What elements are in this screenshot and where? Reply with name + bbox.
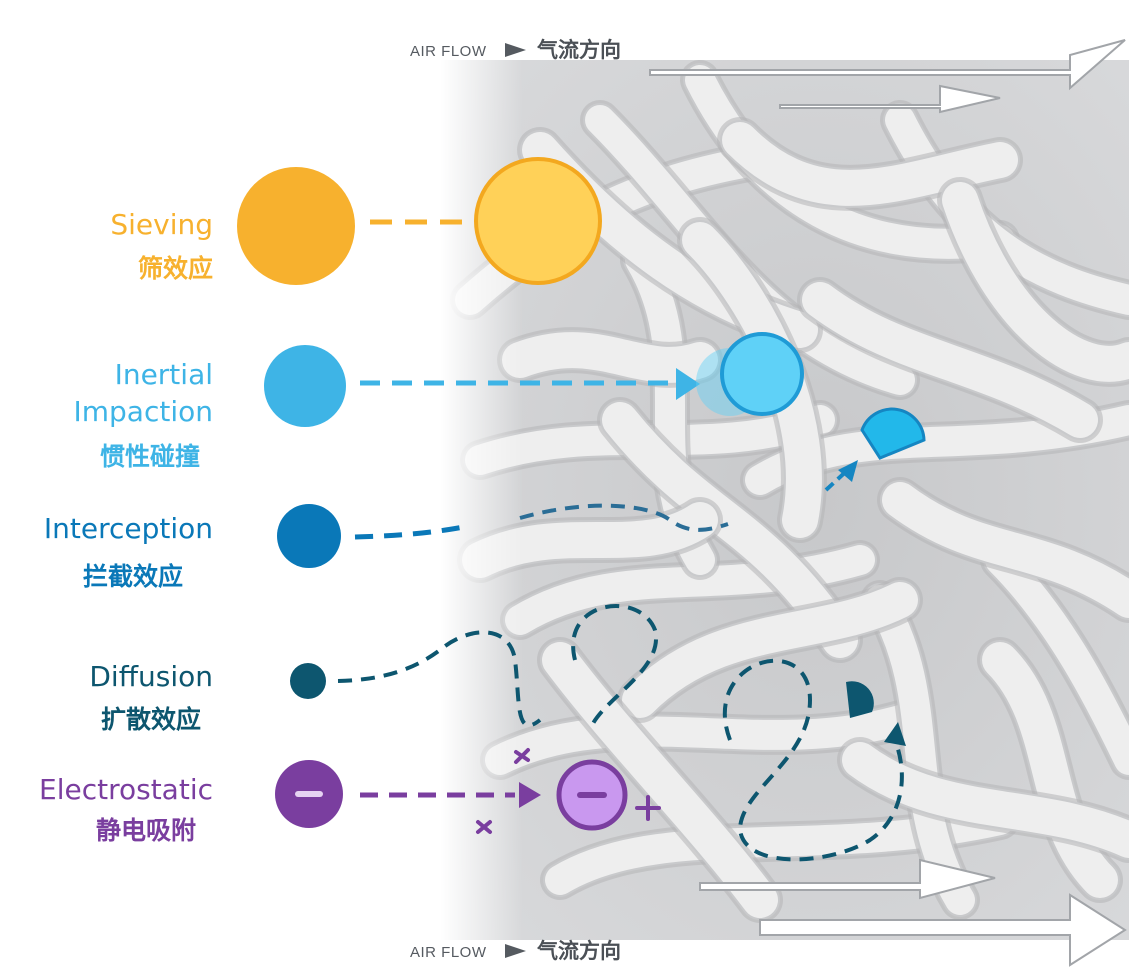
fiber: [865, 585, 975, 915]
particle-icon: [290, 663, 326, 699]
particle-path: [519, 503, 729, 532]
mechanism-label-en-line2: Impaction: [74, 395, 214, 428]
airflow-label-bottom: AIR FLOW 气流方向: [410, 939, 621, 963]
mechanism-label-zh: 惯性碰撞: [100, 442, 200, 471]
fiber: [942, 182, 1129, 382]
fiber: [882, 482, 1129, 618]
fiber: [542, 642, 778, 918]
particle-icon: [277, 504, 341, 568]
mechanism-label-en: Electrostatic: [39, 773, 213, 806]
mechanism-label-zh: 静电吸附: [96, 816, 196, 845]
fiber: [485, 705, 915, 775]
mechanism-label-en: Inertial: [115, 358, 213, 391]
arrow-icon: [838, 460, 858, 482]
trapped-particle-icon: [860, 407, 926, 460]
arrow-icon: [519, 782, 541, 808]
flow-arrow-icon: [759, 893, 1127, 967]
fiber: [985, 545, 1129, 775]
trapped-particle-icon: [720, 332, 804, 416]
airflow-label-zh: 气流方向: [536, 38, 621, 62]
airflow-label-zh: 气流方向: [536, 939, 621, 963]
airflow-label-en: AIR FLOW: [410, 944, 487, 961]
airflow-arrow-icon: [505, 43, 526, 57]
trapped-particle-icon: [846, 681, 874, 718]
particle-path: [337, 630, 542, 728]
fiber: [622, 582, 918, 718]
airflow-arrow-icon: [505, 944, 526, 958]
mechanism-sieving: Sieving 筛效应: [110, 157, 602, 285]
mechanism-label-en: Sieving: [110, 208, 213, 241]
particle-path: [354, 523, 471, 540]
particle-path: [722, 658, 904, 862]
minus-icon: [295, 791, 323, 797]
flow-arrows: [649, 39, 1127, 967]
mechanism-label-zh: 拦截效应: [83, 562, 183, 591]
fiber: [462, 502, 718, 578]
fiber: [842, 742, 1129, 858]
mechanism-label-en: Interception: [44, 512, 213, 545]
airflow-label-en: AIR FLOW: [410, 43, 487, 60]
mechanism-diffusion: Diffusion 扩散效应: [89, 604, 906, 862]
flow-arrow-icon: [779, 84, 1001, 114]
fiber: [602, 402, 858, 658]
fiber: [802, 282, 1098, 438]
fiber: [982, 642, 1118, 898]
fiber: [502, 332, 718, 383]
mechanism-label-en: Diffusion: [89, 660, 213, 693]
flow-arrow-icon: [649, 39, 1126, 91]
mechanism-label-zh: 扩散效应: [101, 705, 201, 734]
minus-icon: [577, 792, 607, 798]
arrow-icon: [676, 368, 700, 400]
fiber: [722, 122, 1018, 206]
trapped-particle-icon: [474, 157, 602, 285]
arrow-icon: [884, 722, 906, 746]
mechanism-electrostatic: Electrostatic 静电吸附: [39, 748, 661, 845]
particle-path: [571, 604, 659, 731]
mechanism-label-zh: 筛效应: [138, 254, 213, 283]
airflow-label-top: AIR FLOW 气流方向: [410, 38, 621, 62]
flow-arrow-icon: [699, 858, 996, 900]
particle-icon: [237, 167, 355, 285]
plus-sign-icon: [476, 748, 661, 834]
mechanism-interception: Interception 拦截效应: [44, 503, 729, 591]
particle-path: [824, 464, 854, 492]
particle-icon: [264, 345, 346, 427]
mechanism-inertial: Inertial Impaction 惯性碰撞: [74, 332, 926, 492]
